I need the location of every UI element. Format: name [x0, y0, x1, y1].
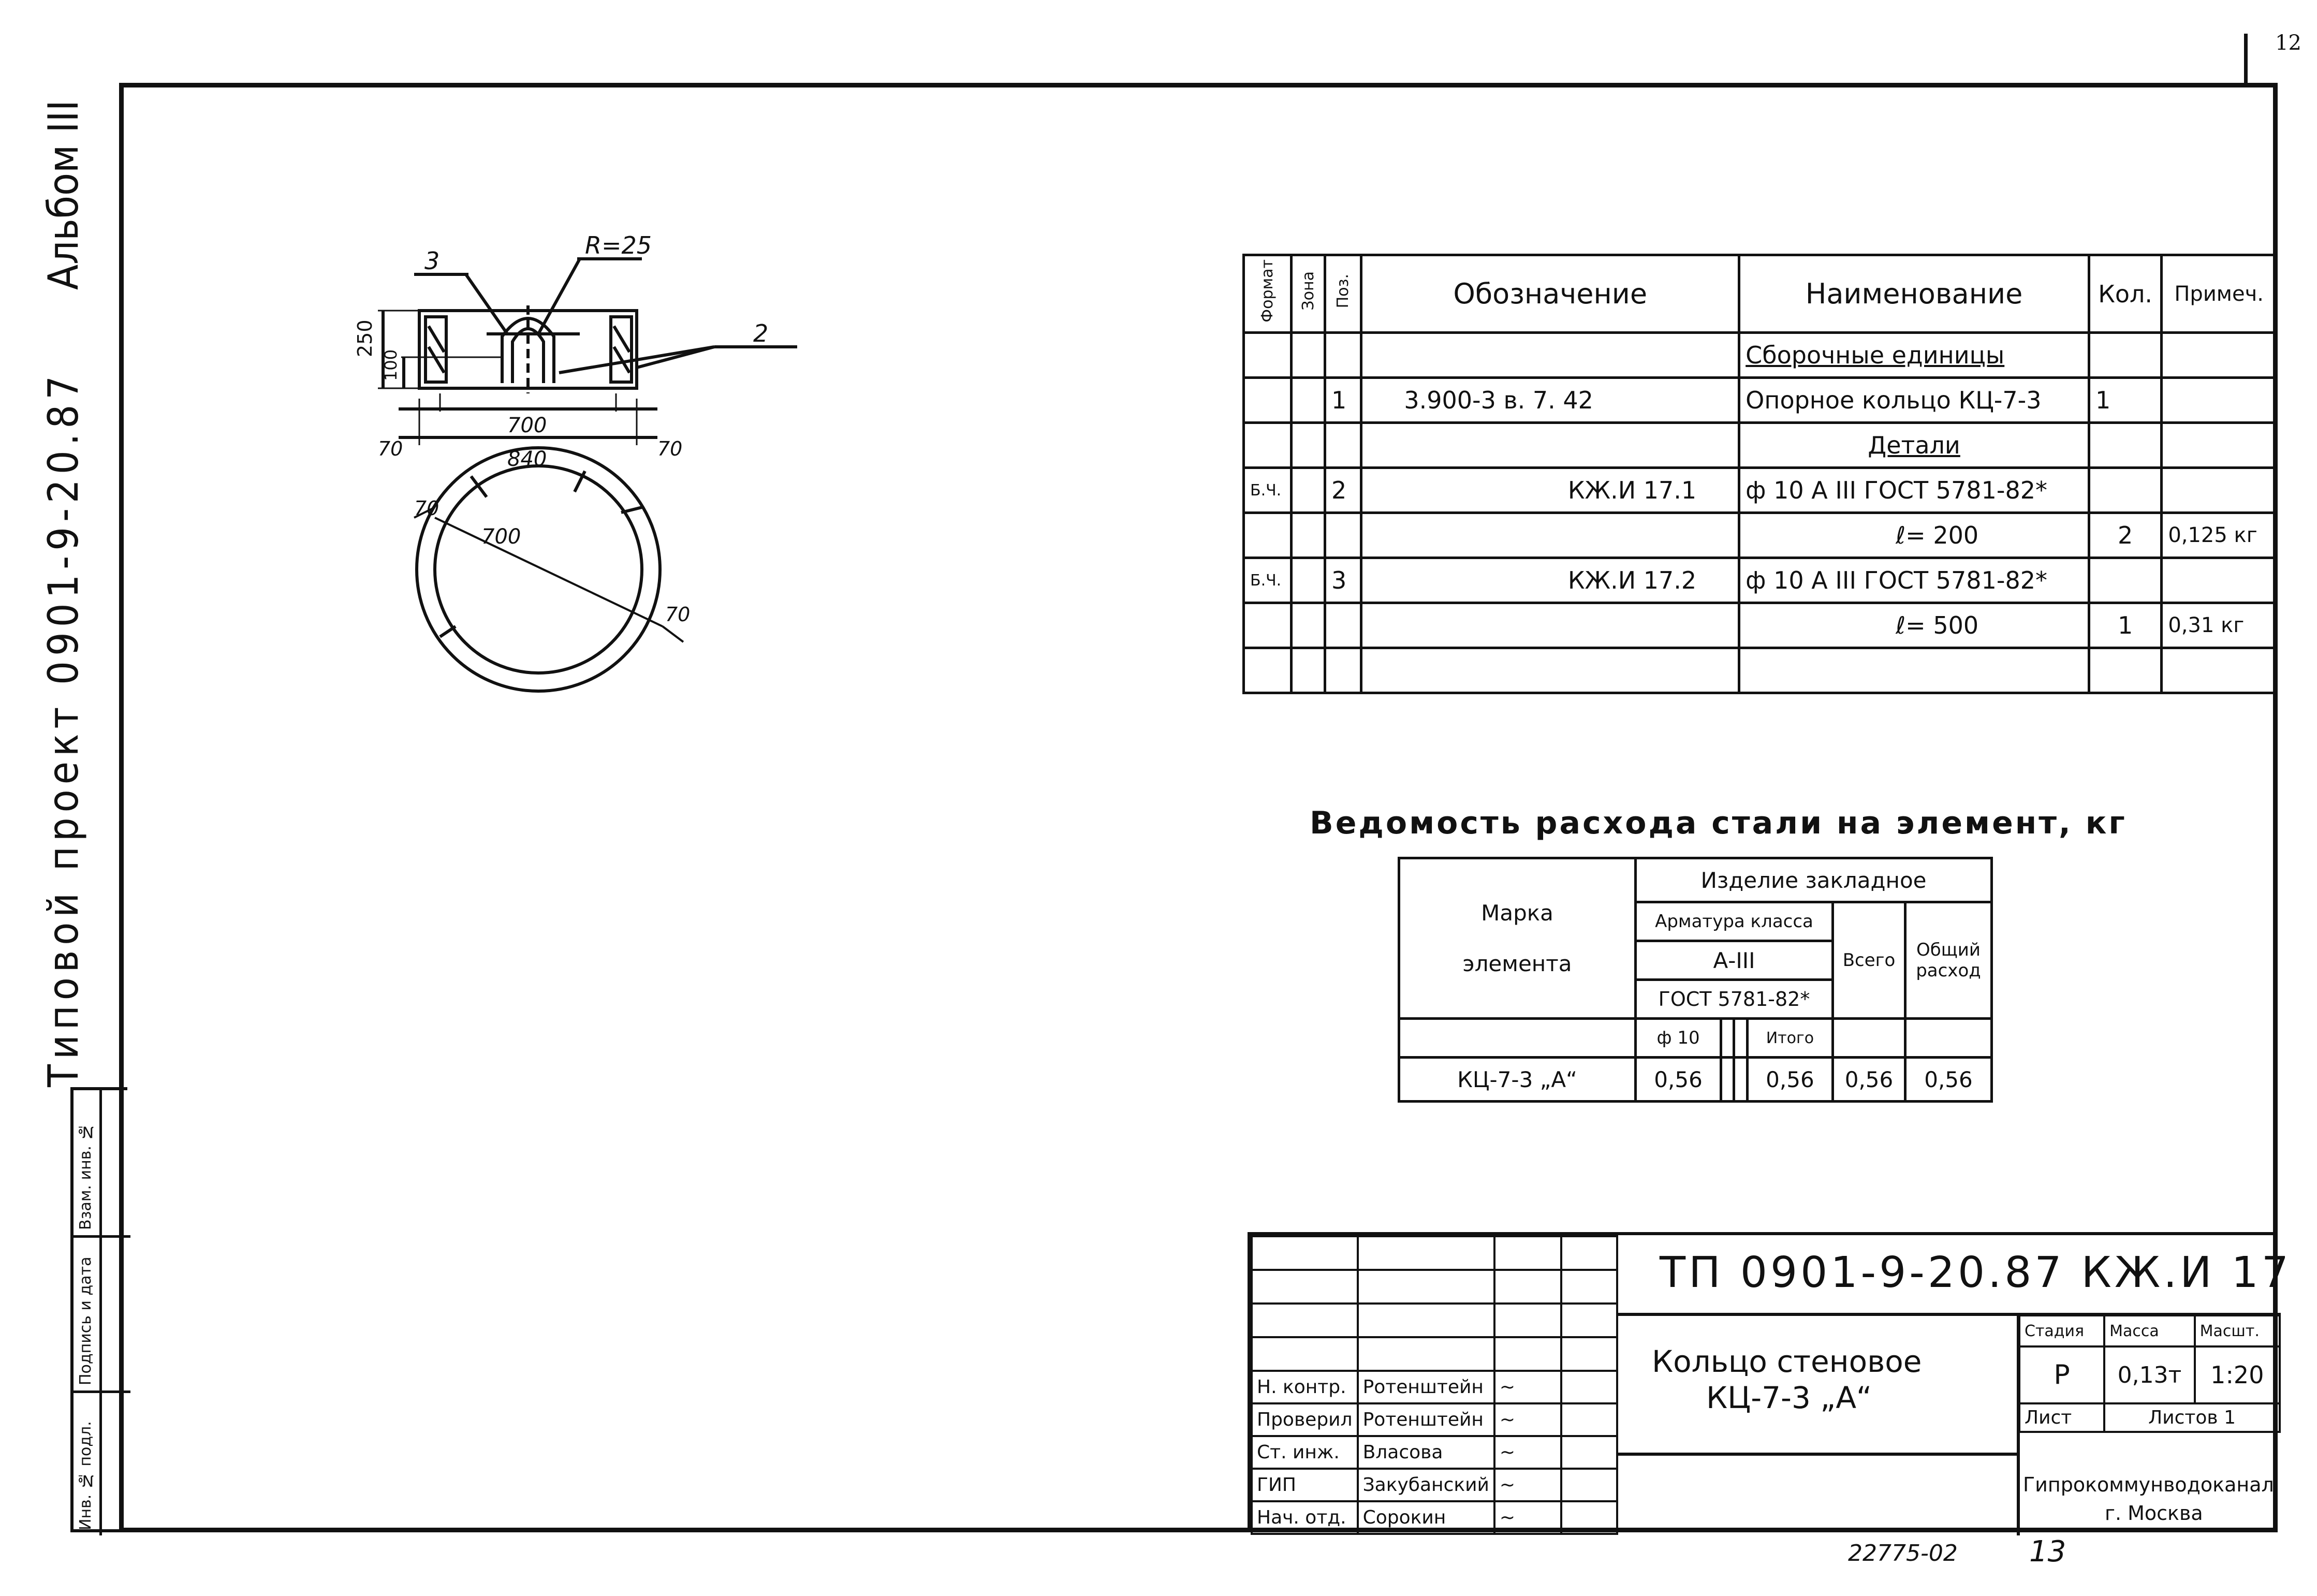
dim-height: 250	[354, 319, 376, 357]
table-row: Н. контр.Ротенштейн~	[1251, 1370, 1619, 1404]
scale-h: Масшт.	[2193, 1314, 2281, 1348]
album-label: Альбом III	[39, 100, 87, 290]
side-fields: Инв. № подл. Подпись и дата Взам. инв. №	[70, 1087, 130, 1535]
side-field-divider-2	[74, 1390, 130, 1393]
ring-outer	[415, 446, 662, 693]
dim-inner: 700	[507, 414, 547, 437]
archive-number: 22775-02	[1848, 1540, 1958, 1566]
dim-wall-left: 70	[378, 437, 403, 460]
org-name: Гипрокоммунводоканал	[2023, 1473, 2274, 1496]
section-wall-left	[424, 315, 448, 384]
stage-value: Р	[2018, 1345, 2106, 1404]
table-row: Ст. инж.Власова~	[1251, 1435, 1619, 1470]
table-row: Нач. отд.Сорокин~	[1251, 1500, 1619, 1535]
org-city: г. Москва	[2105, 1502, 2203, 1525]
spec-h-designation: Обозначение	[1360, 254, 1741, 334]
steel-class: Арматура класса	[1634, 901, 1834, 942]
spec-h-pos: Поз.	[1324, 254, 1363, 334]
steel-col-sum: Итого	[1746, 1017, 1834, 1059]
stamp-hline-2	[1618, 1453, 2017, 1456]
radius-label: R=25	[585, 231, 652, 259]
stage-h: Стадия	[2018, 1314, 2106, 1348]
steel-title: Ведомость расхода стали на элемент, кг	[1310, 805, 2127, 841]
sheet-number: 12	[2275, 31, 2301, 55]
leader-3-label: 3	[424, 247, 439, 275]
steel-total-h: Всего	[1831, 901, 1907, 1020]
table-row: Детали	[1242, 421, 2278, 469]
stamp-title-2: КЦ-7-3 „А“	[1706, 1380, 1872, 1415]
scale-value: 1:20	[2193, 1345, 2281, 1404]
stamp-title-1: Кольцо стеновое	[1652, 1344, 1922, 1379]
steel-gost: ГОСТ 5781-82*	[1634, 978, 1834, 1020]
spec-h-qty: Кол.	[2087, 254, 2163, 334]
sheet-h: Лист	[2018, 1402, 2106, 1433]
steel-embedded: Изделие закладное	[1634, 857, 1993, 903]
spec-h-format: Формат	[1242, 254, 1293, 334]
ring-inner	[433, 464, 643, 675]
plan-dim-wall-2: 70	[665, 603, 690, 626]
specification-table: Формат Зона Поз. Обозначение Наименовани…	[1242, 254, 2278, 694]
page-number: 13	[2029, 1535, 2066, 1569]
plan-dim-inner: 700	[481, 525, 521, 549]
spec-h-name: Наименование	[1738, 254, 2090, 334]
stamp-hline-1	[1618, 1313, 2281, 1316]
mass-value: 0,13т	[2103, 1345, 2196, 1404]
project-label: Типовой проект 0901-9-20.87	[39, 370, 87, 1087]
stamp-vline-1	[2017, 1313, 2020, 1535]
section-wall-right	[609, 315, 633, 384]
steel-class-value: А-III	[1634, 940, 1834, 981]
drawing-frame	[119, 83, 2278, 1532]
dim-wall-right: 70	[657, 437, 682, 460]
side-field-replace: Взам. инв. №	[77, 1122, 95, 1231]
leader-2-label: 2	[753, 319, 768, 347]
side-field-divider-1	[74, 1235, 130, 1238]
spec-h-zone: Зона	[1290, 254, 1327, 334]
side-field-vline	[99, 1090, 102, 1535]
spec-h-note: Примеч.	[2160, 254, 2278, 334]
steel-general-h: Общий расход	[1904, 901, 1993, 1020]
side-field-sign: Подпись и дата	[77, 1256, 95, 1386]
spec-header-row: Формат Зона Поз. Обозначение Наименовани…	[1242, 254, 2278, 334]
sheets-h: Листов 1	[2103, 1402, 2281, 1433]
side-field-inv: Инв. № подл.	[77, 1421, 95, 1530]
mass-h: Масса	[2103, 1314, 2196, 1348]
steel-col-d10: ф 10	[1634, 1017, 1723, 1059]
table-row: КЦ-7-3 „А“ 0,56 0,56 0,56 0,56	[1398, 1056, 1993, 1103]
dim-outer: 840	[507, 447, 547, 471]
dim-slot: 100	[381, 349, 401, 381]
side-strip: Альбом III Типовой проект 0901-9-20.87 И…	[19, 83, 130, 1535]
ring-drawing: 3 R=25 2 70 70 700 840 70 700 70 250 100	[354, 231, 797, 693]
sheet-number-divider	[2244, 34, 2248, 83]
table-row	[1242, 647, 2278, 694]
plan-dim-wall-1: 70	[414, 497, 439, 520]
table-row: Сборочные единицы	[1242, 331, 2278, 379]
stamp-code: ТП 0901-9-20.87 КЖ.И 17	[1660, 1248, 2292, 1297]
